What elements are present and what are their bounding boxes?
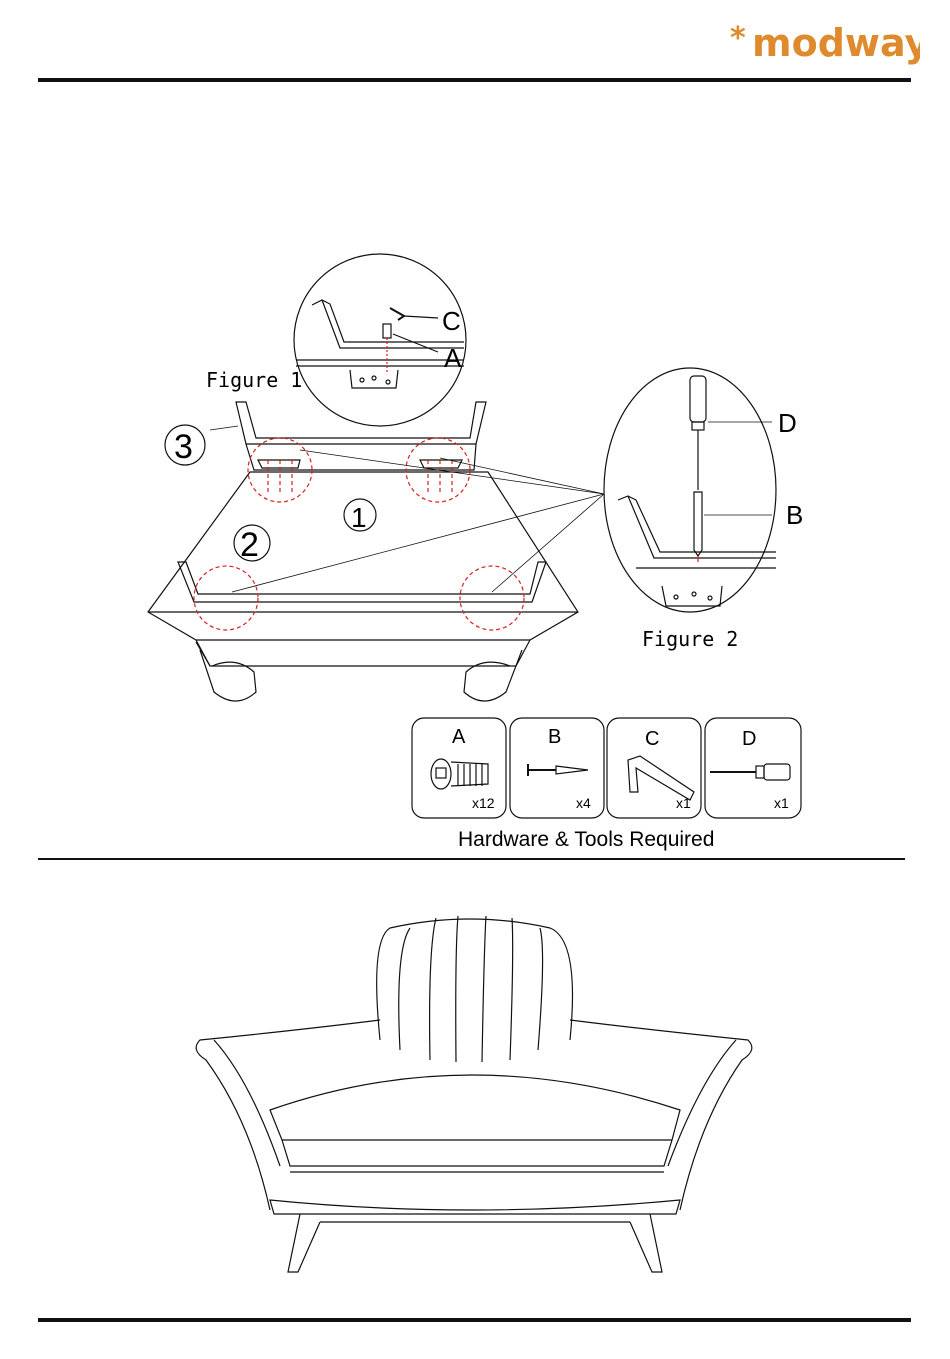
- figure1-detail: [294, 254, 466, 426]
- step-number-1: 1: [351, 502, 367, 533]
- hardware-letter-a: A: [452, 726, 466, 748]
- screw-icon: [528, 764, 588, 776]
- step-number-3: 3: [174, 428, 193, 466]
- bolt-icon: [431, 759, 488, 789]
- figure2-callout-d: D: [778, 408, 797, 438]
- figure1-label: Figure 1: [206, 368, 302, 392]
- figure1-callout-c: C: [442, 306, 461, 336]
- hardware-letter-d: D: [742, 728, 756, 750]
- hardware-letter-c: C: [645, 728, 659, 750]
- assembled-chair: [196, 916, 752, 1272]
- sofa-base-exploded: [148, 402, 604, 701]
- figure2-label: Figure 2: [642, 627, 738, 651]
- hardware-qty-d: x1: [774, 795, 789, 811]
- allen-key-icon: [628, 756, 694, 800]
- hardware-letter-b: B: [548, 726, 561, 748]
- hardware-qty-c: x1: [676, 795, 691, 811]
- screwdriver-icon: [710, 764, 790, 780]
- figure2-detail: [604, 368, 776, 612]
- figure2-callout-b: B: [786, 500, 803, 530]
- step-number-2: 2: [240, 526, 259, 564]
- hardware-qty-b: x4: [576, 795, 591, 811]
- hardware-title: Hardware & Tools Required: [458, 828, 714, 851]
- figure1-callout-a: A: [444, 343, 462, 373]
- hardware-qty-a: x12: [472, 795, 495, 811]
